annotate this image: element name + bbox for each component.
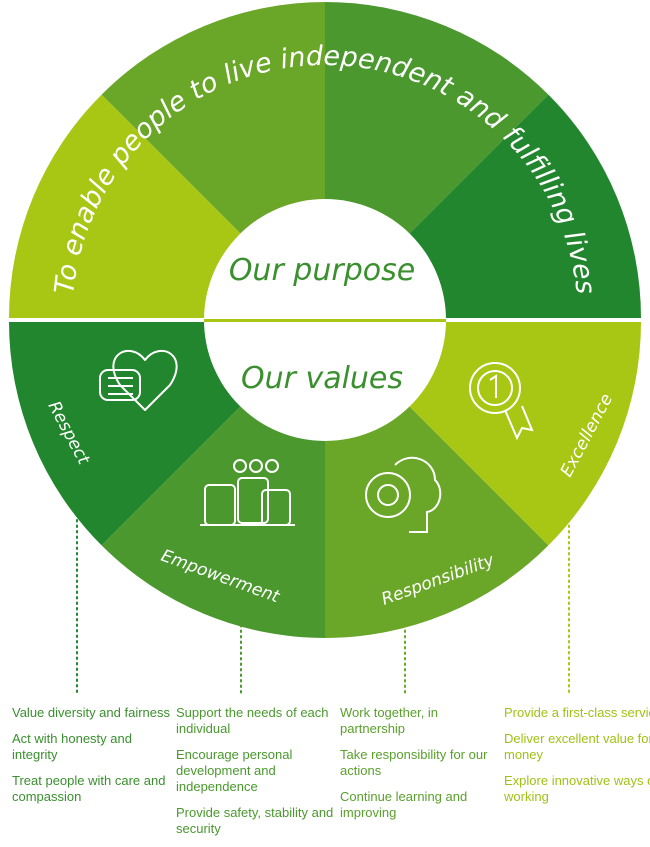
respect-points: Value diversity and fairness Act with ho… (12, 705, 172, 815)
value-point: Continue learning and improving (340, 789, 468, 820)
center-divider (204, 319, 446, 322)
award-rosette-icon (469, 362, 534, 441)
value-point: Work together, in partnership (340, 705, 439, 736)
brain-gear-icon (365, 456, 442, 533)
empowerment-points: Support the needs of each individual Enc… (176, 705, 336, 847)
purpose-heading: Our purpose (229, 253, 415, 288)
value-point: Value diversity and fairness (12, 705, 171, 720)
responsibility-points: Work together, in partnership Take respo… (340, 705, 500, 831)
value-point: Explore innovative ways of working (504, 773, 650, 804)
excellence-points: Provide a first-class service Deliver ex… (504, 705, 650, 815)
connector-lines (76, 519, 570, 696)
value-point: Provide a first-class service (504, 705, 650, 720)
handshake-heart-icon (99, 349, 178, 411)
value-point: Act with honesty and integrity (12, 731, 132, 762)
value-point: Encourage personal development and indep… (176, 747, 293, 794)
raised-fists-group-icon (200, 459, 295, 526)
value-point: Deliver excellent value for money (504, 731, 650, 762)
value-point: Provide safety, stability and security (176, 805, 334, 836)
values-heading: Our values (241, 361, 403, 396)
value-point: Treat people with care and compassion (12, 773, 166, 804)
value-point: Support the needs of each individual (176, 705, 329, 736)
value-point: Take responsibility for our actions (340, 747, 488, 778)
